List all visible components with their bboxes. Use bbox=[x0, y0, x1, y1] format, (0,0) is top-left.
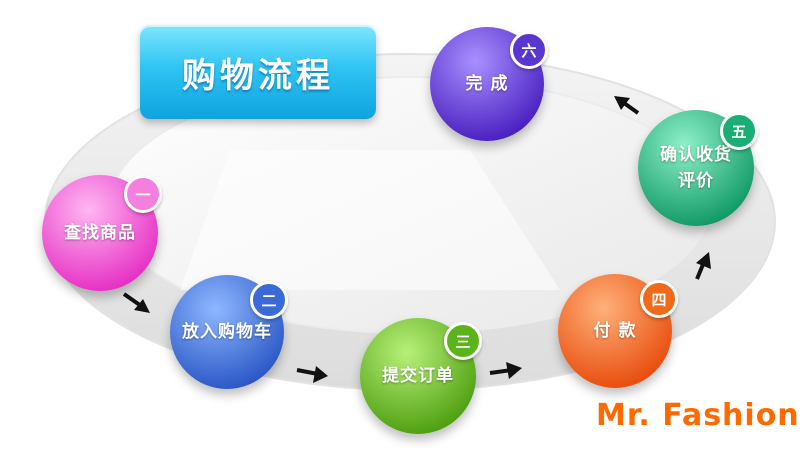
step-3-circle: 提交订单 三 bbox=[360, 318, 482, 434]
step-2-label: 放入购物车 bbox=[182, 322, 272, 342]
step-5-badge: 五 bbox=[720, 112, 758, 150]
step-5-label: 确认收货 评价 bbox=[660, 145, 732, 191]
step-5-circle: 确认收货 评价 五 bbox=[638, 110, 758, 226]
arrow-4-5 bbox=[695, 252, 711, 280]
arrow-3-4 bbox=[489, 362, 522, 379]
step-4-label: 付 款 bbox=[593, 321, 637, 341]
step-1-circle: 查找商品 一 bbox=[42, 175, 162, 291]
step-4-circle: 付 款 四 bbox=[558, 274, 678, 388]
step-3-badge: 三 bbox=[444, 322, 482, 360]
diagram-title: 购物流程 bbox=[182, 55, 334, 96]
arrow-5-6 bbox=[614, 96, 640, 115]
title-banner: 购物流程 bbox=[140, 25, 376, 119]
step-6-circle: 完 成 六 bbox=[430, 27, 548, 141]
brand-logo: Mr. Fashion bbox=[596, 398, 800, 433]
step-4-badge: 四 bbox=[640, 280, 678, 318]
step-1-badge: 一 bbox=[124, 175, 162, 213]
arrow-2-3 bbox=[296, 366, 328, 383]
arrow-1-2 bbox=[122, 292, 150, 313]
step-1-label: 查找商品 bbox=[64, 223, 136, 243]
step-3-label: 提交订单 bbox=[382, 366, 454, 386]
step-6-label: 完 成 bbox=[465, 74, 509, 94]
step-2-badge: 二 bbox=[250, 281, 288, 319]
step-6-badge: 六 bbox=[510, 31, 548, 69]
step-2-circle: 放入购物车 二 bbox=[170, 275, 288, 389]
